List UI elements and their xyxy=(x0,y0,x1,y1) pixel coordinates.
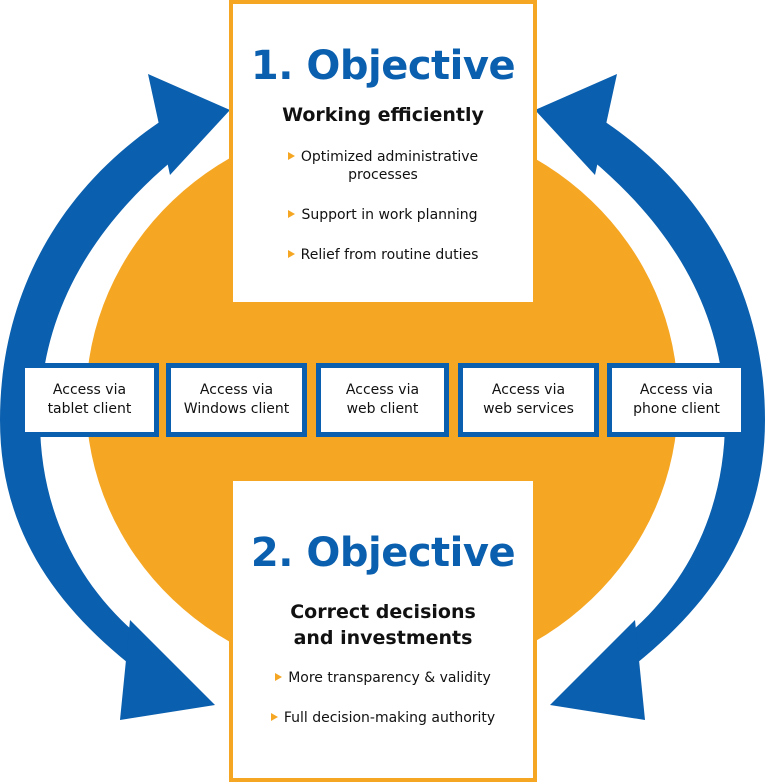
bullet-triangle-icon xyxy=(288,210,296,218)
bullet-triangle-icon xyxy=(270,713,278,721)
objective-2-title: 2. Objective xyxy=(250,530,516,576)
bullet-triangle-icon xyxy=(287,250,295,258)
objective-1-title: 1. Objective xyxy=(250,43,516,89)
access-tablet-client: Access via tablet client xyxy=(20,363,159,437)
cycle-arrow-right-icon xyxy=(535,74,765,720)
access-phone-client: Access via phone client xyxy=(607,363,746,437)
access-row: Access via tablet client Access via Wind… xyxy=(0,363,765,437)
objective-2-box: 2. Objective Correct decisions and inves… xyxy=(229,477,537,782)
list-item: Relief from routine duties xyxy=(233,246,533,264)
bullet-triangle-icon xyxy=(275,673,283,681)
list-item: Support in work planning xyxy=(233,206,533,224)
access-web-services: Access via web services xyxy=(458,363,599,437)
objective-1-box: 1. Objective Working efficiently Optimiz… xyxy=(229,0,537,306)
list-item: More transparency & validity xyxy=(233,669,533,687)
list-item: Optimized administrative processes xyxy=(233,148,533,184)
objective-1-list: Optimized administrative processes Suppo… xyxy=(233,148,533,264)
list-item: Full decision-making authority xyxy=(233,709,533,727)
access-windows-client: Access via Windows client xyxy=(166,363,307,437)
objective-2-heading: Correct decisions and investments xyxy=(290,601,476,649)
access-web-client: Access via web client xyxy=(316,363,449,437)
objective-2-list: More transparency & validity Full decisi… xyxy=(233,669,533,727)
bullet-triangle-icon xyxy=(287,152,295,160)
cycle-arrow-left-icon xyxy=(0,74,230,720)
objective-1-heading: Working efficiently xyxy=(282,104,484,126)
